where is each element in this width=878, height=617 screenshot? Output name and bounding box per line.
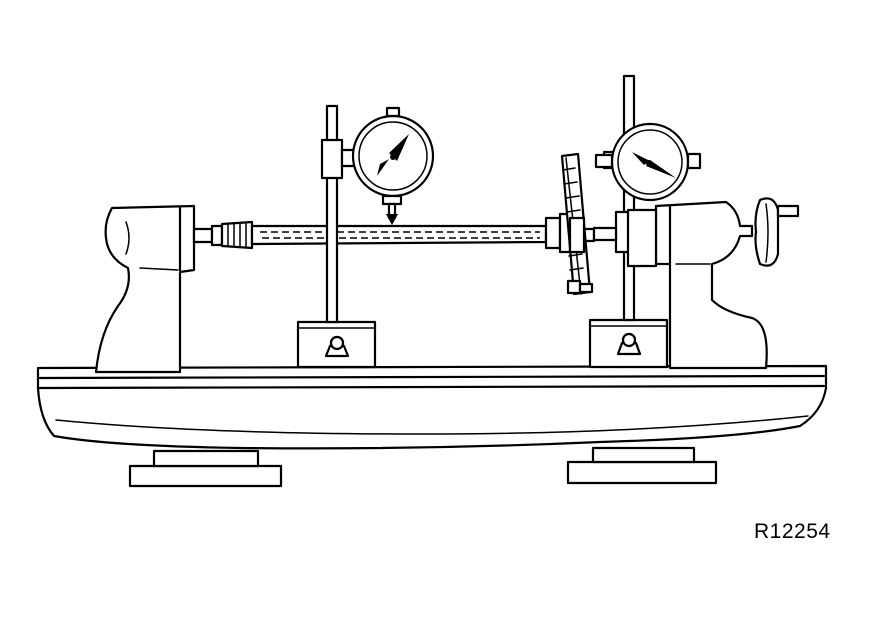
right-tailstock [628, 202, 767, 368]
right-magnetic-base [590, 320, 667, 367]
dial-indicator-right [596, 124, 700, 200]
dial-indicator-left [353, 108, 433, 225]
left-stand-post [322, 106, 354, 322]
figure-reference-code: R12254 [754, 520, 831, 543]
fixture-bed [38, 366, 826, 448]
bed-foot-left [130, 451, 281, 486]
measured-shaft [222, 214, 594, 252]
left-magnetic-base [298, 322, 375, 367]
drive-flange [562, 154, 592, 294]
right-stand-post [594, 76, 636, 320]
bed-foot-right [568, 448, 716, 483]
handwheel [756, 198, 799, 265]
left-headstock [96, 206, 222, 372]
